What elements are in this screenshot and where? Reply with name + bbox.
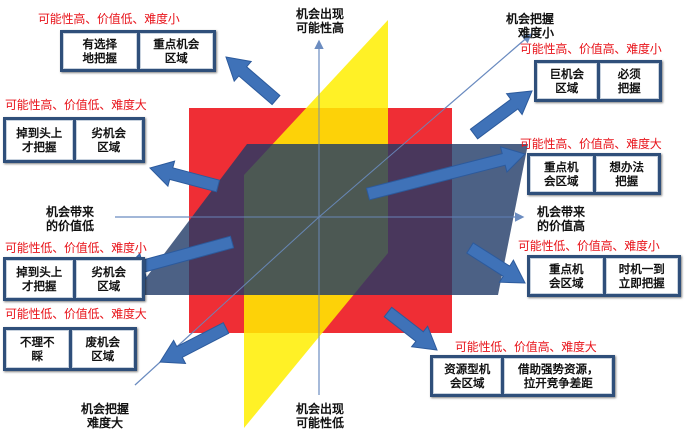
note-high-high-easy: 可能性高、价值高、难度小 — [520, 42, 662, 56]
card-cell: 时机一到立即把握 — [605, 258, 678, 294]
card-cell: 重点机会区域 — [530, 156, 593, 192]
note-high-low-easy: 可能性高、价值低、难度小 — [38, 12, 180, 26]
card-low-high-hard: 资源型机会区域 借助强势资源，拉开竞争差距 — [430, 355, 615, 397]
card-cell: 借助强势资源，拉开竞争差距 — [504, 358, 612, 394]
card-cell: 有选择地把握 — [63, 33, 137, 69]
axis-label-top-right: 机会把握难度小 — [505, 12, 554, 40]
axis-label-top: 机会出现可能性高 — [295, 7, 344, 35]
card-high-high-easy: 巨机会区域 必须把握 — [534, 60, 662, 102]
arrows — [121, 56, 533, 365]
card-high-low-easy: 有选择地把握 重点机会区域 — [60, 30, 216, 72]
block-arrow-1 — [225, 56, 281, 106]
card-low-high-easy: 重点机会区域 时机一到立即把握 — [527, 255, 681, 297]
card-low-low-easy: 掉到头上才把握 劣机会区域 — [3, 257, 145, 301]
axis-label-bottom: 机会出现可能性低 — [295, 402, 344, 430]
block-arrow-7 — [383, 306, 438, 351]
card-cell: 废机会区域 — [71, 330, 134, 368]
block-arrow-2 — [365, 146, 526, 201]
card-cell: 必须把握 — [599, 63, 659, 99]
card-cell: 重点机会区域 — [139, 33, 213, 69]
card-high-high-hard: 重点机会区域 想办法把握 — [527, 153, 661, 195]
note-high-low-hard: 可能性高、价值低、难度大 — [5, 98, 147, 112]
card-cell: 资源型机会区域 — [433, 358, 502, 394]
card-cell: 重点机会区域 — [530, 258, 603, 294]
block-arrow-8 — [159, 322, 230, 365]
card-cell: 不理不睬 — [6, 330, 69, 368]
card-high-low-hard: 掉到头上才把握 劣机会区域 — [3, 117, 145, 163]
block-arrow-3 — [469, 90, 533, 140]
axis-label-bottom-left: 机会把握难度大 — [80, 402, 129, 430]
card-cell: 掉到头上才把握 — [6, 120, 73, 160]
note-low-high-easy: 可能性低、价值高、难度小 — [518, 239, 660, 253]
card-cell: 劣机会区域 — [75, 120, 142, 160]
axis-label-right: 机会带来的价值高 — [536, 205, 585, 233]
card-cell: 掉到头上才把握 — [6, 260, 73, 298]
note-high-high-hard: 可能性高、价值高、难度大 — [520, 137, 662, 151]
card-cell: 巨机会区域 — [537, 63, 597, 99]
card-low-low-hard: 不理不睬 废机会区域 — [3, 327, 137, 371]
card-cell: 想办法把握 — [595, 156, 658, 192]
card-cell: 劣机会区域 — [75, 260, 142, 298]
axis-label-left: 机会带来的价值低 — [45, 205, 94, 233]
note-low-high-hard: 可能性低、价值高、难度大 — [455, 340, 597, 354]
note-low-low-easy: 可能性低、价值低、难度小 — [5, 241, 147, 255]
block-arrow-5 — [466, 242, 526, 284]
note-low-low-hard: 可能性低、价值低、难度大 — [5, 307, 147, 321]
block-arrow-4 — [149, 160, 221, 193]
